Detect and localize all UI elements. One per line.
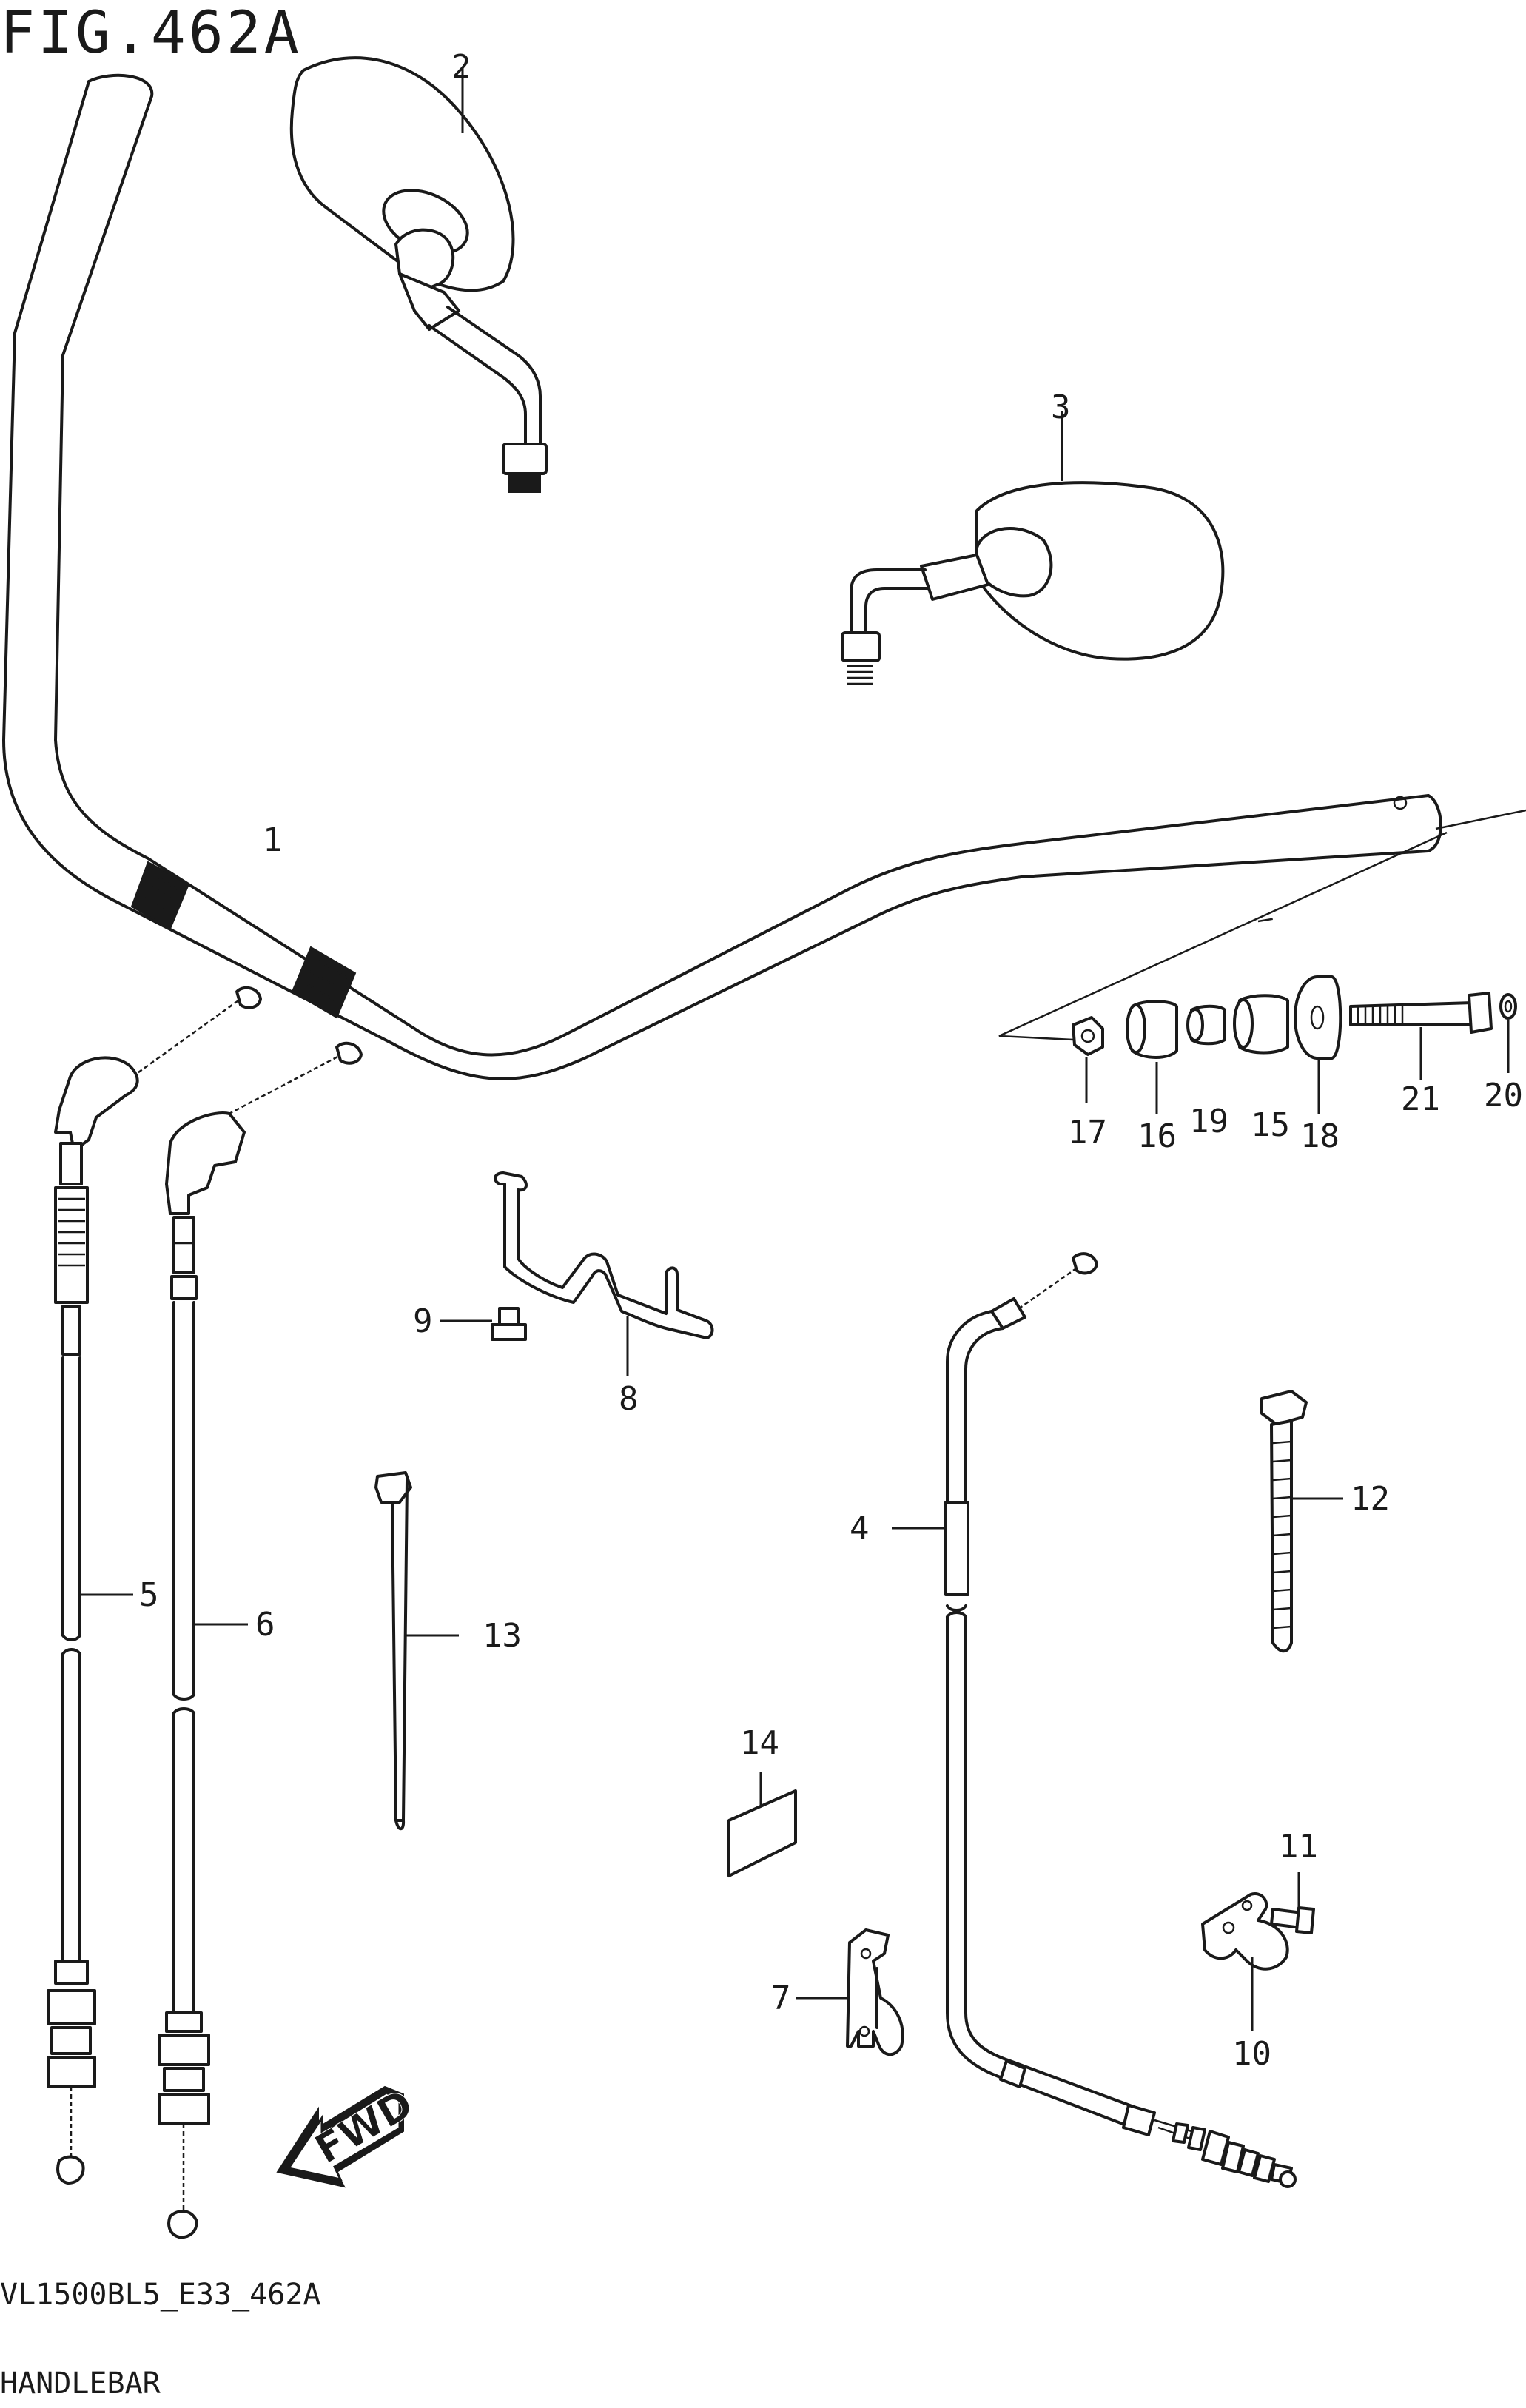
cable-guide-8: [494, 1171, 714, 1376]
knurled-section-1: [130, 861, 190, 930]
mirror-right: [841, 411, 1225, 685]
mirror-left: [289, 56, 548, 493]
screw-21: [1349, 992, 1493, 1080]
callout-2: 2: [451, 48, 471, 86]
cable-tie-12: [1260, 1390, 1343, 1653]
cable-tie-13: [374, 1471, 459, 1831]
callout-11: 11: [1279, 1828, 1318, 1866]
knurled-section-2: [291, 946, 357, 1019]
callout-14: 14: [740, 1724, 779, 1762]
washer-20: [1499, 993, 1517, 1073]
fwd-label: FWD: [307, 2080, 421, 2173]
weight-15: [1233, 994, 1289, 1055]
callout-labels: 1 2 3 4 5 6 7 8 9 10 11 12 13 14 15 16 1…: [139, 48, 1523, 2073]
callout-16: 16: [1137, 1117, 1177, 1155]
throttle-cable-pull: [47, 986, 262, 2185]
label-14: [727, 1772, 797, 1877]
callout-20: 20: [1484, 1077, 1523, 1114]
callout-10: 10: [1232, 2035, 1271, 2073]
cable-holder-10: [1201, 1892, 1289, 2031]
callout-6: 6: [255, 1606, 275, 1644]
forward-arrow-badge: FWD: [276, 2080, 421, 2188]
handlebar: [2, 73, 1526, 1080]
model-code: VL1500BL5_E33_462A: [0, 2278, 321, 2312]
callout-8: 8: [619, 1380, 639, 1418]
throttle-cable-return: [158, 1041, 363, 2239]
callout-19: 19: [1189, 1103, 1228, 1140]
callout-3: 3: [1051, 389, 1071, 426]
callout-13: 13: [483, 1617, 522, 1655]
bolt-9: [440, 1307, 527, 1341]
nut-17: [1072, 1016, 1104, 1103]
callout-5: 5: [139, 1576, 159, 1614]
section-name: HANDLEBAR: [0, 2367, 161, 2401]
callout-18: 18: [1300, 1117, 1340, 1155]
callout-4: 4: [850, 1510, 870, 1547]
clutch-cable-4: [892, 1252, 1297, 2188]
callout-21: 21: [1401, 1080, 1440, 1118]
end-cap-18: [1294, 975, 1342, 1114]
callout-7: 7: [771, 1980, 791, 2017]
callout-17: 17: [1068, 1114, 1107, 1151]
collar-19: [1186, 1004, 1226, 1046]
callout-12: 12: [1351, 1480, 1390, 1518]
cable-clamp-7: [796, 1928, 904, 2056]
figure-title: FIG.462A: [0, 0, 302, 67]
bolt-11: [1270, 1872, 1315, 1934]
end-cap-assembly: [1072, 975, 1517, 1114]
callout-1: 1: [263, 821, 283, 859]
weight-16: [1126, 1000, 1178, 1114]
callout-9: 9: [413, 1302, 433, 1340]
callout-15: 15: [1251, 1106, 1290, 1144]
